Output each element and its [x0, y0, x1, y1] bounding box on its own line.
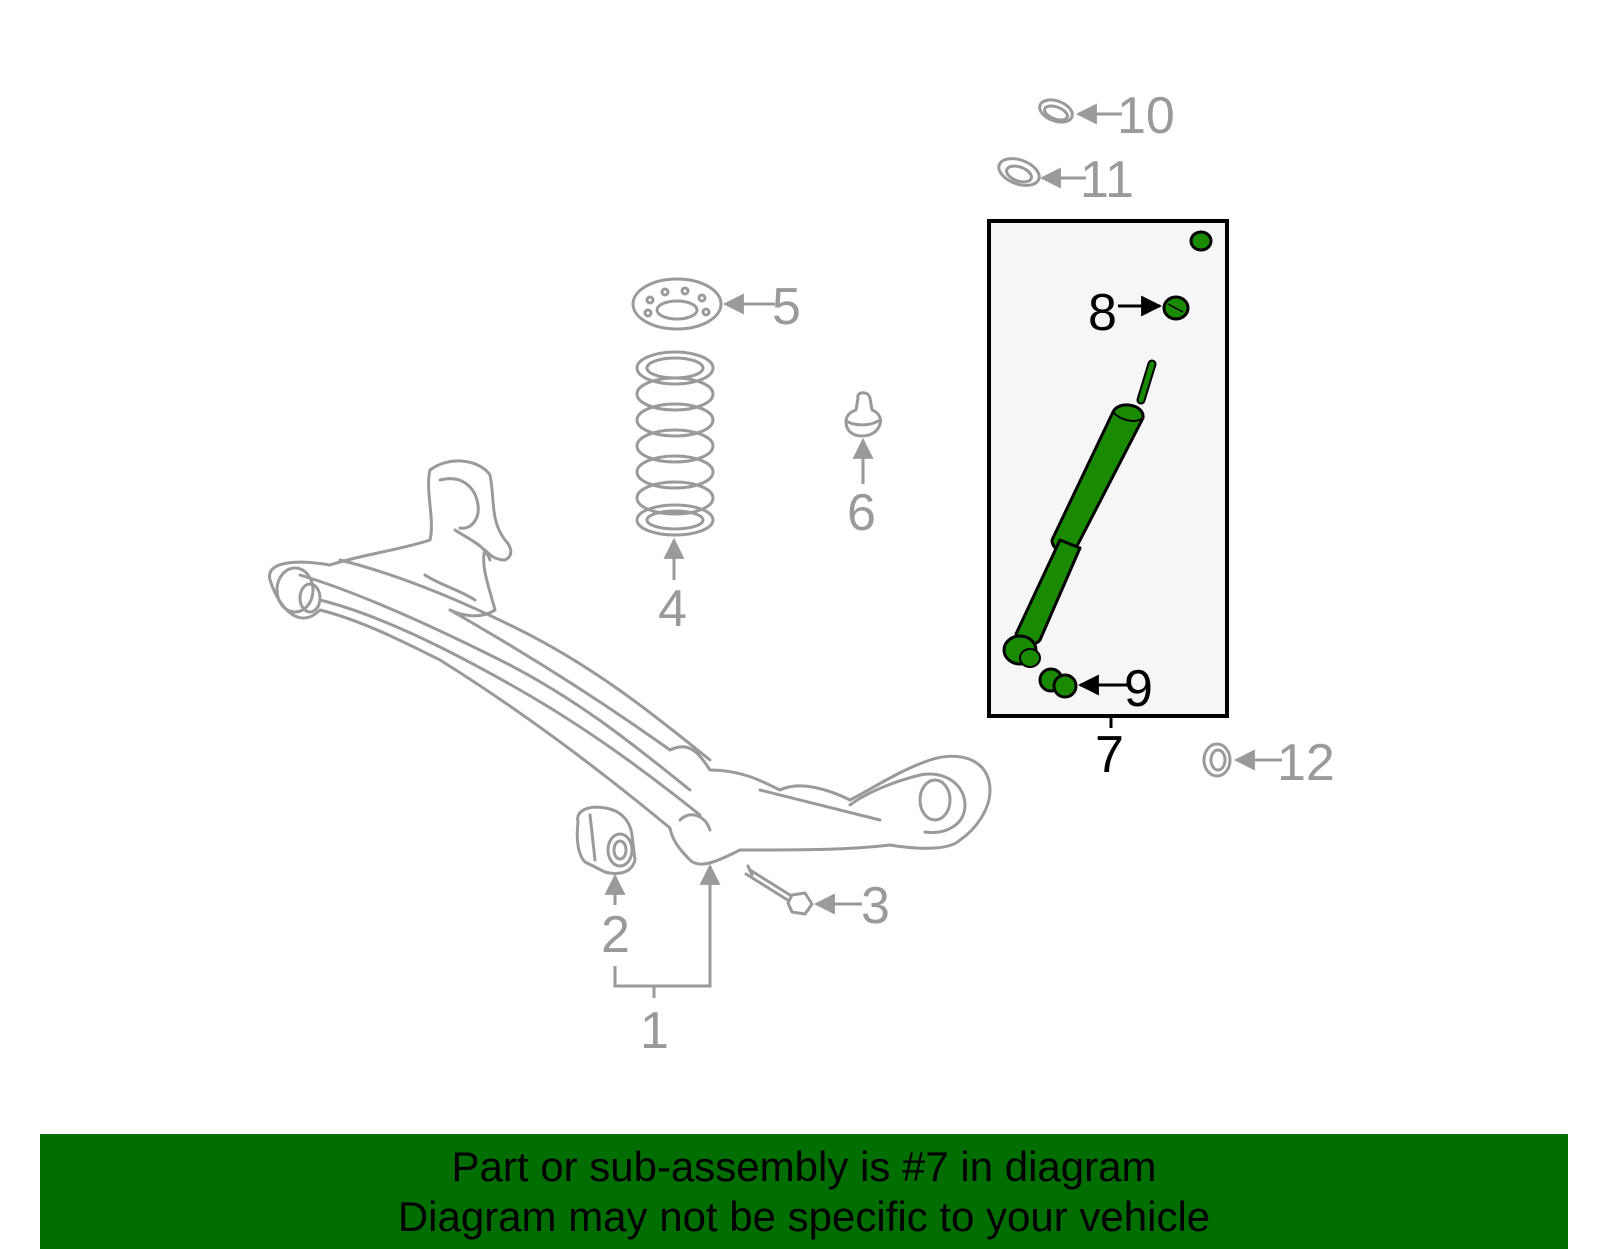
lower-bushing-part[interactable]	[1038, 667, 1078, 699]
callout-2[interactable]: 2	[601, 906, 630, 964]
callout-10[interactable]: 10	[1117, 87, 1175, 145]
callout-12[interactable]: 12	[1277, 734, 1335, 792]
bushing-part[interactable]	[575, 805, 637, 875]
washer-part-10[interactable]	[1037, 96, 1076, 126]
callout-7[interactable]: 7	[1095, 726, 1124, 784]
coil-spring-part[interactable]	[635, 350, 715, 537]
washer-part-11[interactable]	[995, 154, 1043, 191]
banner-line-2: Diagram may not be specific to your vehi…	[397, 1193, 1211, 1240]
axle-beam-part[interactable]	[268, 459, 992, 866]
nut-part-12[interactable]	[1202, 742, 1232, 778]
callout-6[interactable]: 6	[847, 484, 876, 542]
banner-line-1: Part or sub-assembly is #7 in diagram	[451, 1143, 1157, 1190]
callout-11[interactable]: 11	[1080, 151, 1134, 209]
info-banner: Part or sub-assembly is #7 in diagram Di…	[40, 1134, 1568, 1249]
shock-absorber-part[interactable]	[1002, 359, 1157, 668]
bolt-part[interactable]	[744, 864, 814, 916]
spring-seat-part[interactable]	[631, 277, 723, 331]
bump-stop-part[interactable]	[844, 391, 882, 438]
callout-8[interactable]: 8	[1088, 284, 1117, 342]
upper-cushion-part[interactable]	[1162, 295, 1190, 321]
leader-lines	[604, 103, 1282, 998]
callout-9[interactable]: 9	[1124, 660, 1153, 718]
callout-4[interactable]: 4	[658, 580, 687, 638]
callout-5[interactable]: 5	[772, 278, 801, 336]
callout-3[interactable]: 3	[861, 877, 890, 935]
upper-bushing-part[interactable]	[1189, 230, 1213, 252]
callout-1[interactable]: 1	[640, 1002, 669, 1060]
